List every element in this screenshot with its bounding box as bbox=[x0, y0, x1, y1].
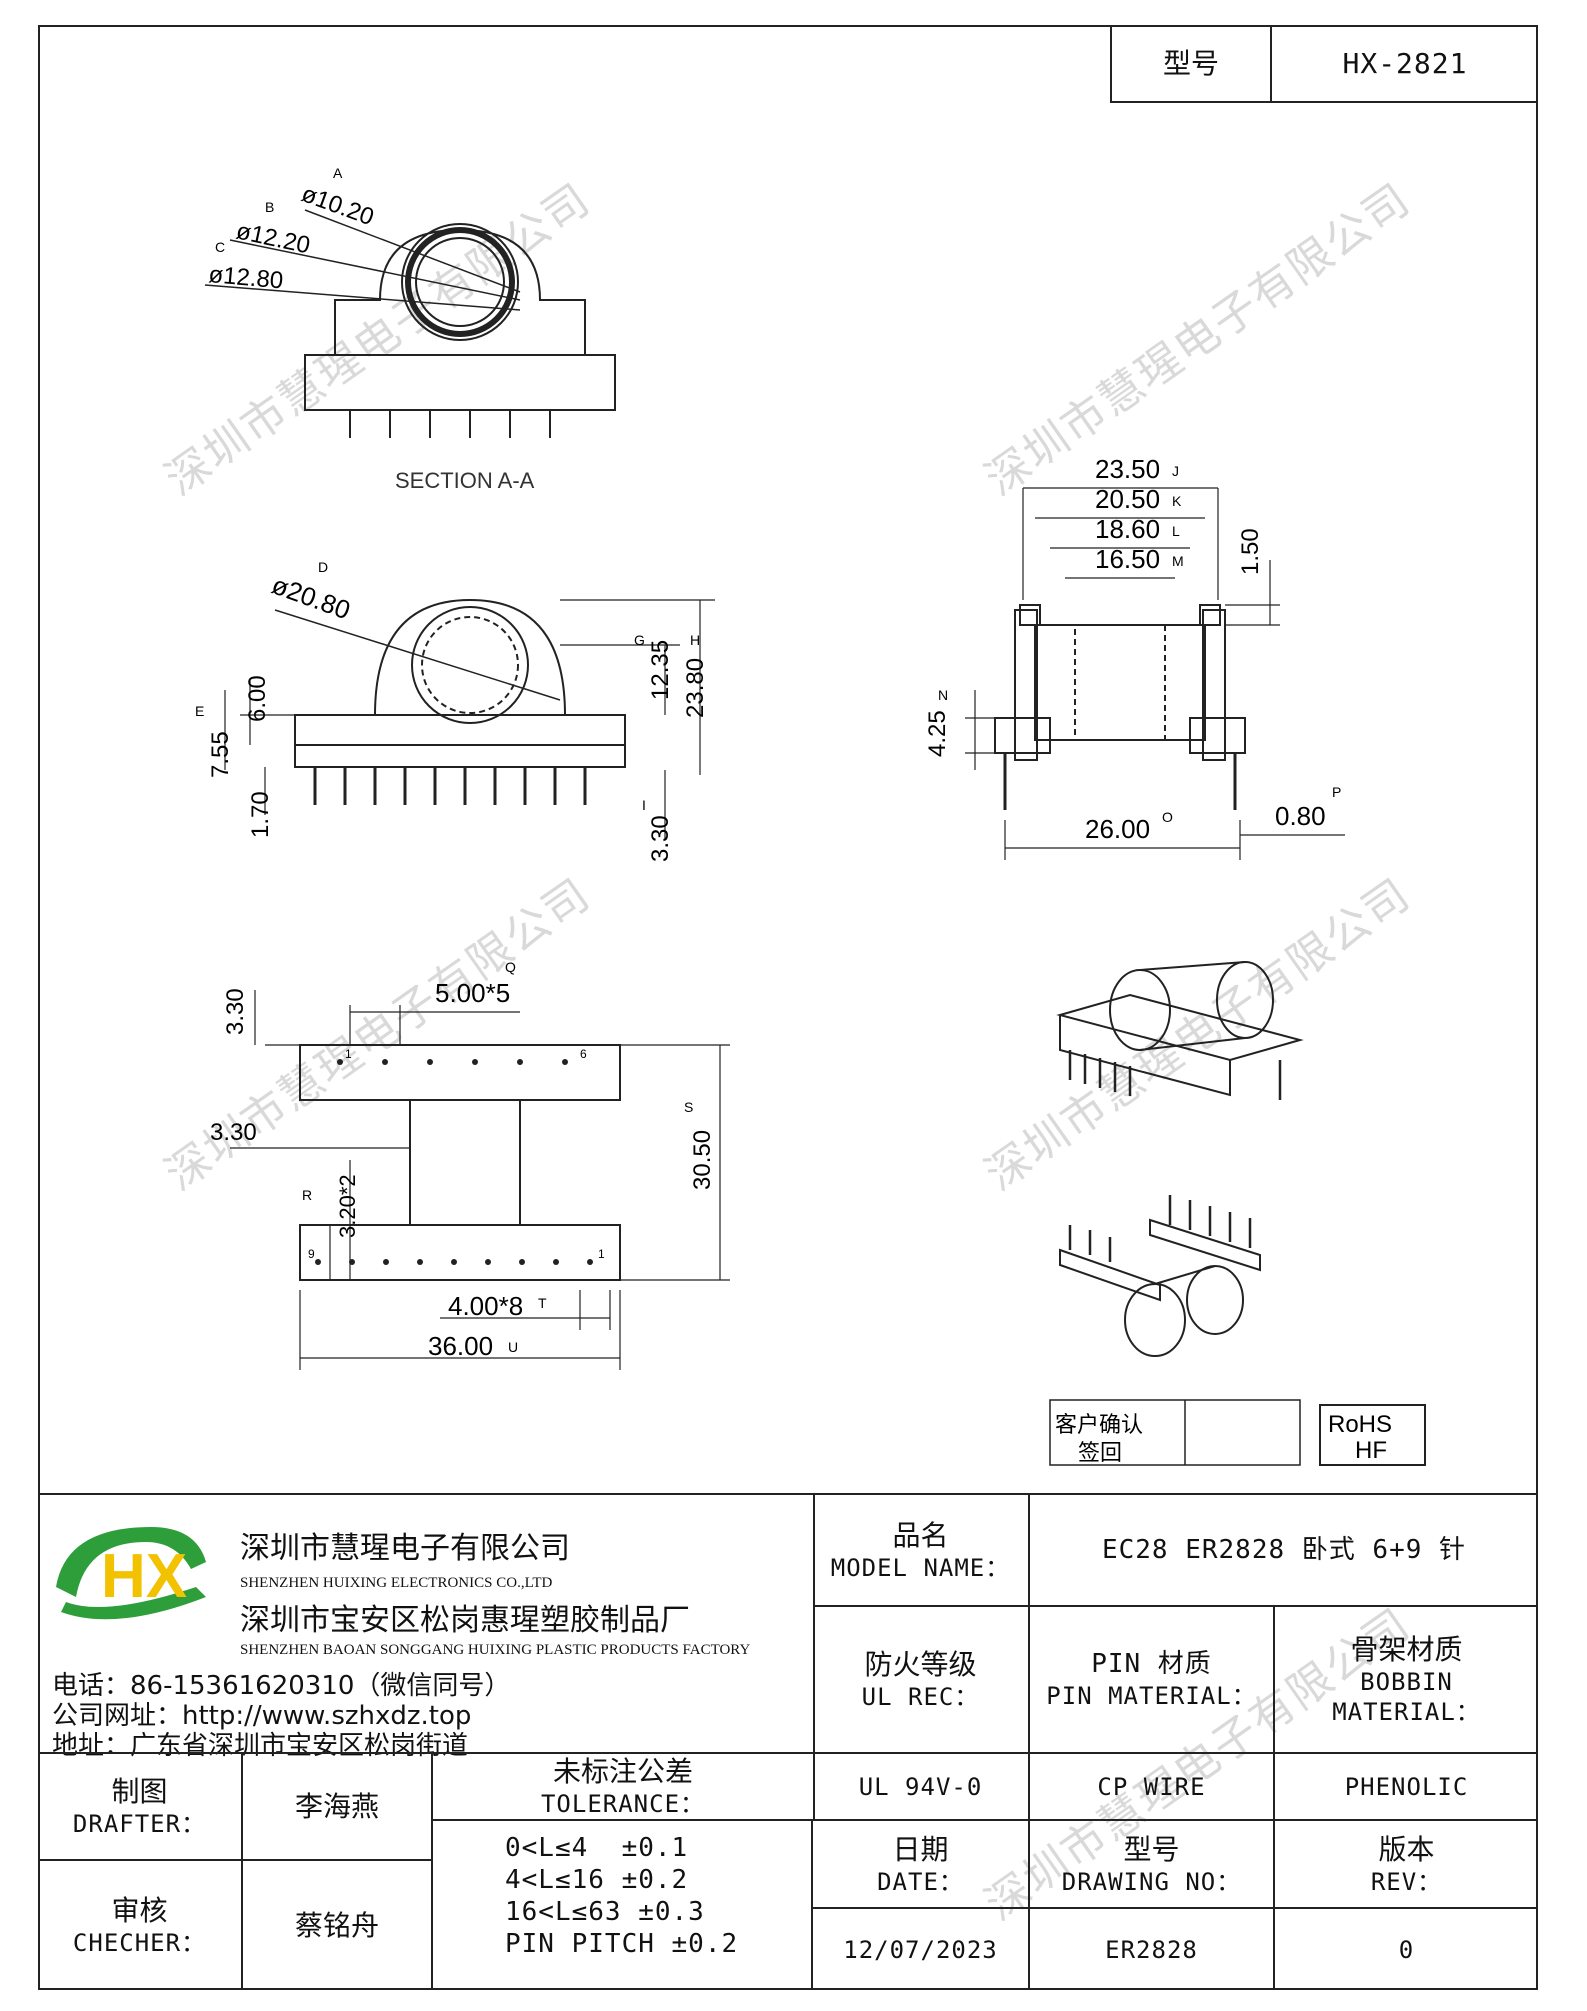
bobbin-material-value: PHENOLIC bbox=[1275, 1754, 1538, 1821]
drawing-frame bbox=[38, 25, 1538, 1990]
header-model-value: HX-2821 bbox=[1342, 46, 1468, 80]
marker-b: B bbox=[265, 199, 274, 215]
tolerance-row: PIN PITCH ±0.2 bbox=[505, 1929, 739, 1959]
dim-bottom-b: 3.30 bbox=[210, 1119, 257, 1146]
marker-p: P bbox=[1332, 784, 1341, 800]
pin-label-top-6: 6 bbox=[580, 1047, 587, 1061]
logo-text: HX bbox=[101, 1542, 187, 1611]
rohs-line1: RoHS bbox=[1328, 1411, 1392, 1438]
dim-section-d2: ø12.20 bbox=[234, 217, 313, 259]
dim-side-thickness: 1.50 bbox=[1237, 528, 1264, 575]
dim-front-h6: 3.30 bbox=[647, 815, 674, 862]
tolerance-row: 16<L≤63 ±0.3 bbox=[505, 1897, 705, 1927]
marker-a: A bbox=[333, 165, 343, 181]
checker-label: 审核 CHECHER： bbox=[38, 1861, 243, 1990]
marker-h: H bbox=[690, 632, 700, 648]
dim-front-h4: 12.35 bbox=[647, 640, 674, 700]
section-label: SECTION A-A bbox=[395, 468, 535, 493]
confirm-line2: 签回 bbox=[1078, 1440, 1122, 1465]
dim-front-h2: 7.55 bbox=[207, 731, 234, 778]
header-model-box: 型号 HX-2821 bbox=[1110, 25, 1538, 103]
dim-side-pin: 0.80 bbox=[1275, 801, 1326, 831]
tolerance-row: 0<L≤4 ±0.1 bbox=[505, 1833, 689, 1863]
dim-front-diameter: ø20.80 bbox=[268, 569, 354, 625]
marker-r: R bbox=[302, 1187, 312, 1203]
title-grid: 品名 MODEL NAME： EC28 ER2828 卧式 6+9 针 防火等级… bbox=[813, 1495, 1538, 1990]
dim-bottom-row: 3.20*2 bbox=[335, 1174, 360, 1238]
dim-front-h1: 6.00 bbox=[244, 675, 271, 722]
header-model-label: 型号 bbox=[1112, 25, 1272, 101]
factory-name-en: SHENZHEN BAOAN SONGGANG HUIXING PLASTIC … bbox=[240, 1642, 751, 1658]
dim-side-base: 26.00 bbox=[1085, 814, 1150, 844]
rohs-line2: HF bbox=[1355, 1437, 1387, 1464]
marker-u: U bbox=[508, 1339, 518, 1355]
model-label: 品名 MODEL NAME： bbox=[813, 1495, 1030, 1607]
model-name-value: EC28 ER2828 卧式 6+9 针 bbox=[1030, 1495, 1538, 1607]
spec-grid: UL 94V-0 CP WIRE PHENOLIC 日期 DATE： 型号 DR… bbox=[813, 1754, 1538, 1990]
marker-c: C bbox=[215, 239, 225, 255]
dim-bottom-width: 36.00 bbox=[428, 1331, 493, 1361]
date-value: 12/07/2023 bbox=[813, 1909, 1030, 1990]
dim-front-h3: 1.70 bbox=[247, 791, 274, 838]
bobbin-material-label: 骨架材质 BOBBIN MATERIAL： bbox=[1332, 1633, 1481, 1726]
marker-o: O bbox=[1162, 809, 1173, 825]
tolerance-list: 0<L≤4 ±0.1 4<L≤16 ±0.2 16<L≤63 ±0.3 PIN … bbox=[433, 1821, 813, 1990]
dim-bottom-pitch-top: 5.00*5 bbox=[435, 978, 510, 1008]
company-address: 地址：广东省深圳市宝安区松岗街道 bbox=[52, 1731, 469, 1761]
factory-name-cn: 深圳市宝安区松岗惠瑆塑胶制品厂 bbox=[240, 1603, 690, 1638]
ul-label: 防火等级 UL REC： bbox=[813, 1607, 1030, 1752]
technical-drawing: SECTION A-A ø10.20 ø12.20 ø12.80 A B C ø… bbox=[195, 165, 1426, 1466]
marker-k: K bbox=[1172, 493, 1182, 509]
marker-e: E bbox=[195, 703, 204, 719]
marker-n: N bbox=[938, 687, 948, 703]
confirm-line1: 客户确认 bbox=[1055, 1412, 1143, 1437]
company-info: HX 深圳市慧瑆电子有限公司 SHENZHEN HUIXING ELECTRON… bbox=[38, 1495, 815, 1761]
marker-g: G bbox=[634, 632, 645, 648]
drawing-no-value: ER2828 bbox=[1030, 1909, 1275, 1990]
marker-q: Q bbox=[505, 959, 516, 975]
dim-bottom-a: 3.30 bbox=[222, 988, 249, 1035]
dim-bottom-pitch-bot: 4.00*8 bbox=[448, 1291, 523, 1321]
rev-value: 0 bbox=[1398, 1935, 1415, 1964]
dim-section-d3: ø12.80 bbox=[207, 261, 284, 294]
date-label: 日期 DATE： bbox=[813, 1821, 1030, 1909]
company-name-cn: 深圳市慧瑆电子有限公司 bbox=[240, 1531, 570, 1566]
marker-l: L bbox=[1172, 523, 1180, 539]
rev-label: 版本 REV： bbox=[1275, 1821, 1538, 1909]
dim-side-w3: 18.60 bbox=[1095, 514, 1160, 544]
drafter-name: 李海燕 bbox=[243, 1754, 433, 1861]
dim-side-w2: 20.50 bbox=[1095, 484, 1160, 514]
marker-j: J bbox=[1172, 463, 1179, 479]
drafter-label: 制图 DRAFTER： bbox=[38, 1754, 243, 1861]
divider bbox=[38, 1752, 1538, 1754]
company-name-en: SHENZHEN HUIXING ELECTRONICS CO.,LTD bbox=[240, 1575, 553, 1591]
pin-label-bot-9: 9 bbox=[308, 1247, 315, 1261]
company-website[interactable]: 公司网址：http://www.szhxdz.top bbox=[52, 1701, 472, 1731]
marker-s: S bbox=[684, 1099, 693, 1115]
company-logo: HX bbox=[56, 1527, 206, 1620]
dim-side-w4: 16.50 bbox=[1095, 544, 1160, 574]
checker-name: 蔡铭舟 bbox=[243, 1861, 433, 1990]
tolerance-row: 4<L≤16 ±0.2 bbox=[505, 1865, 689, 1895]
pin-material-value: CP WIRE bbox=[1030, 1754, 1275, 1821]
dim-bottom-height: 30.50 bbox=[689, 1130, 716, 1190]
pin-material-label: PIN 材质 PIN MATERIAL： bbox=[1030, 1607, 1275, 1752]
tolerance-label: 未标注公差 TOLERANCE： bbox=[433, 1754, 815, 1821]
company-phone: 电话：86-15361620310（微信同号） bbox=[52, 1671, 511, 1701]
marker-i: I bbox=[642, 797, 646, 813]
marker-m: M bbox=[1172, 553, 1184, 569]
pin-label-bot-1: 1 bbox=[598, 1247, 605, 1261]
dim-side-height: 4.25 bbox=[924, 710, 951, 757]
approval-area: 制图 DRAFTER： 李海燕 审核 CHECHER： 蔡铭舟 未标注公差 TO… bbox=[38, 1754, 815, 1990]
marker-d: D bbox=[318, 559, 328, 575]
dim-section-d1: ø10.20 bbox=[298, 180, 377, 231]
title-block: HX 深圳市慧瑆电子有限公司 SHENZHEN HUIXING ELECTRON… bbox=[38, 1493, 1538, 1990]
ul-value: UL 94V-0 bbox=[813, 1754, 1030, 1821]
pin-label-top-1: 1 bbox=[345, 1047, 352, 1061]
dim-side-w1: 23.50 bbox=[1095, 454, 1160, 484]
dim-front-h5: 23.80 bbox=[682, 658, 709, 718]
drawing-no-label: 型号 DRAWING NO： bbox=[1030, 1821, 1275, 1909]
marker-t: T bbox=[538, 1295, 547, 1311]
